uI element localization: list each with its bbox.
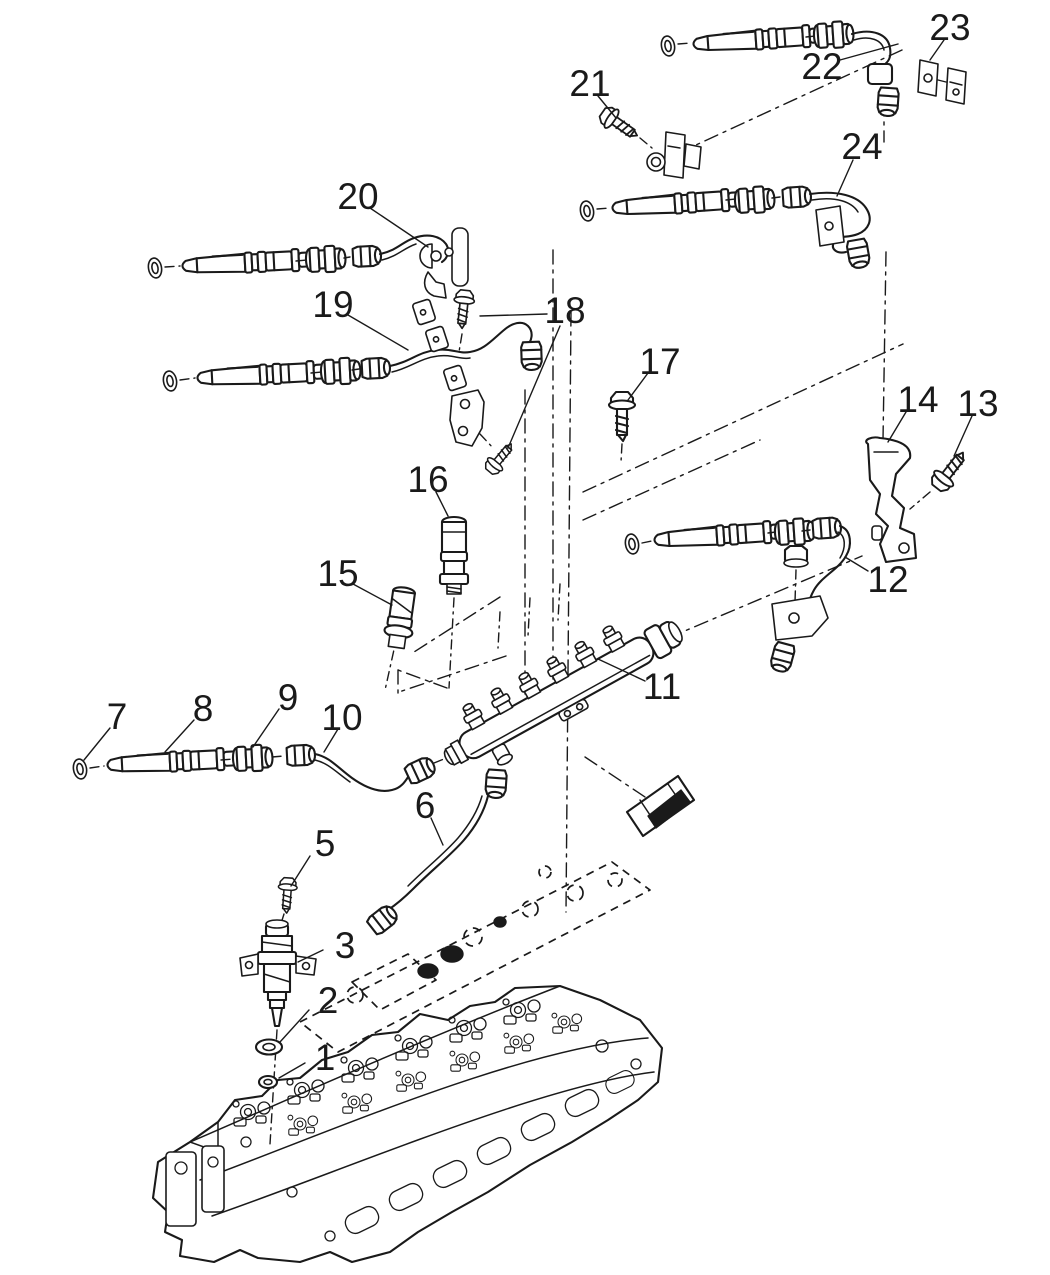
oring-1 [257, 1074, 279, 1090]
callout-17: 17 [639, 341, 680, 382]
callout-18: 18 [544, 290, 585, 331]
callout-23: 23 [929, 7, 970, 48]
supply-tube-6 [364, 768, 509, 937]
callout-7: 7 [107, 696, 128, 737]
projection-lines [397, 49, 904, 913]
callout-16: 16 [407, 459, 448, 500]
callout-6: 6 [415, 785, 436, 826]
fuel-rail [443, 620, 683, 766]
callout-5: 5 [315, 823, 336, 864]
bracket-23 [917, 59, 967, 105]
gasket-plate [299, 861, 651, 1053]
callout-22: 22 [801, 46, 842, 87]
leader-lines [83, 39, 973, 1079]
clamp-bracket-21 [646, 131, 702, 179]
pressure-sensor-16 [438, 515, 470, 689]
callout-14: 14 [897, 379, 938, 420]
callouts: 1 2 3 5 6 7 8 9 10 11 12 13 14 15 16 17 … [107, 7, 999, 1078]
callout-10: 10 [321, 697, 362, 738]
callout-12: 12 [867, 559, 908, 600]
callout-2: 2 [318, 980, 339, 1021]
bracket-18 [449, 389, 520, 479]
callout-19: 19 [312, 284, 353, 325]
callout-3: 3 [335, 925, 356, 966]
injector-row-8 [71, 743, 445, 792]
bolt-21 [595, 102, 644, 147]
injector-row-20 [146, 227, 469, 299]
callout-24: 24 [841, 126, 882, 167]
callout-15: 15 [317, 553, 358, 594]
injector-row-22 [659, 19, 901, 118]
callout-8: 8 [193, 688, 214, 729]
injector-row-24 [578, 184, 872, 271]
injector-row-12 [623, 516, 851, 675]
callout-21: 21 [569, 63, 610, 104]
callout-20: 20 [337, 176, 378, 217]
bolt-13 [909, 444, 974, 510]
callout-9: 9 [278, 677, 299, 718]
bolt-17 [607, 390, 637, 463]
callout-11: 11 [643, 666, 681, 707]
sensor-15 [383, 586, 416, 690]
injector-3 [239, 919, 317, 1145]
callout-13: 13 [957, 383, 998, 424]
bolt-18-upper [450, 288, 477, 353]
washer-2 [254, 1038, 284, 1056]
injector-row-19 [161, 297, 544, 393]
rail-drop-lines [497, 583, 561, 649]
cylinder-head [151, 984, 664, 1264]
callout-1: 1 [315, 1037, 336, 1078]
rail-plug [625, 774, 696, 838]
bracket-14 [865, 436, 918, 564]
